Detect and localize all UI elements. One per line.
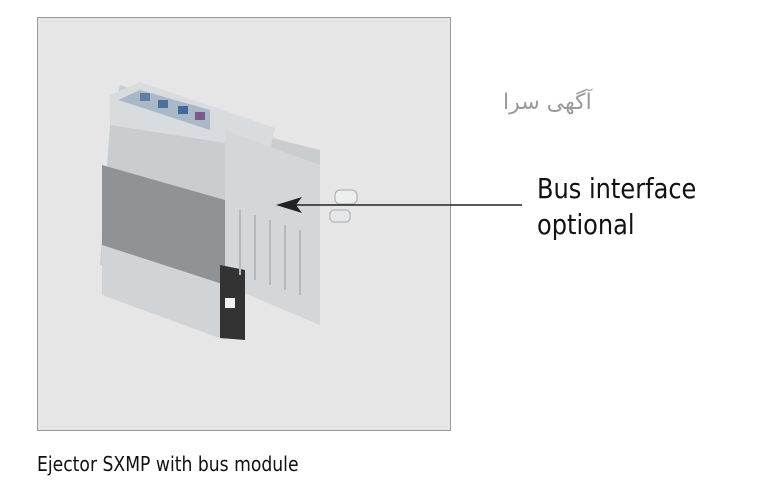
ejector-product-image	[100, 82, 358, 340]
callout-label-line1: Bus interface	[537, 172, 697, 205]
callout-arrow	[276, 197, 522, 213]
figure-caption: Ejector SXMP with bus module	[37, 452, 299, 476]
callout-label-line2: optional	[537, 208, 635, 241]
watermark: آگهی سرا	[503, 90, 592, 115]
